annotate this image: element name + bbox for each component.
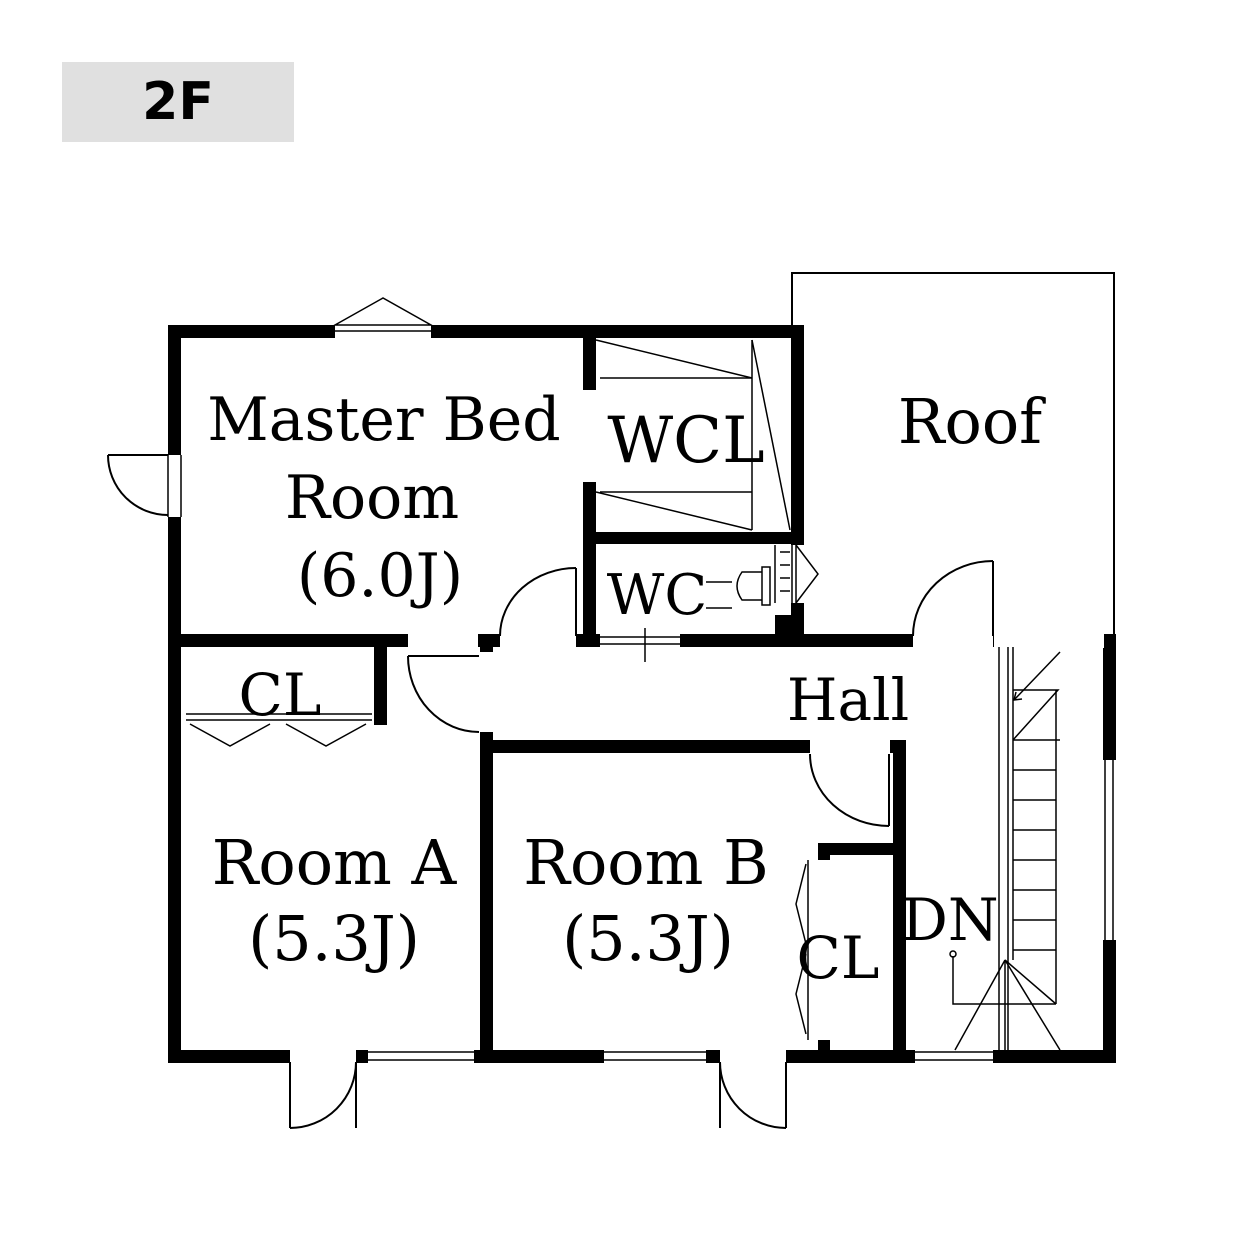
- wcl-label: WCL: [607, 404, 764, 478]
- windows: [167, 297, 1114, 1061]
- room-b-size: (5.3J): [562, 902, 734, 975]
- closet-a-label: CL: [239, 661, 322, 729]
- master-bedroom-label: Master Bed: [207, 385, 560, 455]
- closet-b-label: CL: [797, 924, 880, 992]
- master-bedroom-size: (6.0J): [297, 541, 463, 611]
- master-bedroom-label-line2: Room: [285, 463, 459, 533]
- wc-label: WC: [607, 563, 707, 628]
- wcl-shelving: [595, 339, 791, 531]
- toilet-icon: [706, 566, 771, 609]
- stairs-down-label: DN: [901, 886, 998, 954]
- floor-badge: 2F: [62, 62, 294, 142]
- floor-label: 2F: [142, 72, 214, 132]
- closet-doors: [186, 713, 809, 1040]
- room-b-label: Room B: [523, 826, 768, 899]
- doors: [107, 454, 994, 1129]
- room-a-size: (5.3J): [248, 902, 420, 975]
- staircase: [949, 647, 1061, 1051]
- hall-label: Hall: [787, 666, 909, 734]
- room-a-label: Room A: [212, 826, 458, 899]
- roof-label: Roof: [898, 385, 1046, 458]
